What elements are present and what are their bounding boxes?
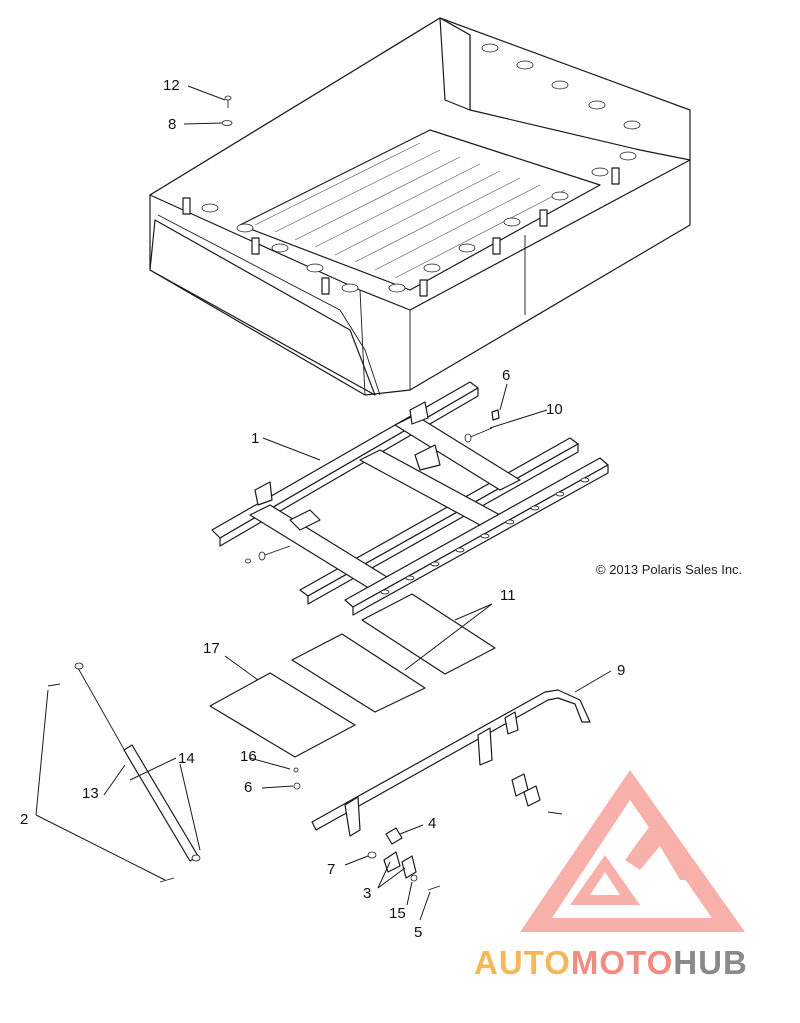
panel-17 <box>209 672 356 758</box>
callout-11: 11 <box>500 587 516 604</box>
pin-2-top <box>47 683 61 687</box>
pin-2-bottom <box>159 877 175 883</box>
washer-8 <box>221 120 233 126</box>
callout-5: 5 <box>414 924 423 941</box>
callout-10: 10 <box>546 401 563 418</box>
callout-7: 7 <box>327 861 336 878</box>
callout-6-bottom: 6 <box>244 779 253 796</box>
watermark-logo <box>520 770 745 932</box>
callout-16: 16 <box>240 748 257 765</box>
callout-4: 4 <box>428 815 437 832</box>
callout-17: 17 <box>203 640 220 657</box>
callout-14: 14 <box>178 750 195 767</box>
hinge-bar-9 <box>311 689 591 837</box>
callout-2: 2 <box>20 811 29 828</box>
watermark-wordmark: AUTOMOTOHUB <box>474 944 748 982</box>
washer-7 <box>367 851 377 859</box>
clip-6-top <box>491 409 500 421</box>
callout-6-top: 6 <box>502 367 511 384</box>
pin-10 <box>464 427 493 443</box>
cargo-box <box>149 17 691 396</box>
cargo-frame <box>211 381 609 616</box>
callout-1: 1 <box>251 430 260 447</box>
washer-15 <box>410 874 418 882</box>
leader-lines <box>35 85 612 921</box>
panel-11-a <box>361 593 496 675</box>
callout-8: 8 <box>168 116 177 133</box>
copyright-notice: © 2013 Polaris Sales Inc. <box>596 562 743 577</box>
watermark-moto: MOTO <box>570 944 674 981</box>
latch-3 <box>383 773 541 879</box>
screw-12 <box>224 95 232 108</box>
nut-16 <box>293 767 299 773</box>
callout-12: 12 <box>163 77 180 94</box>
watermark-auto: AUTO <box>474 944 571 981</box>
callout-9: 9 <box>617 662 626 679</box>
callout-13: 13 <box>82 785 99 802</box>
panel-11-b <box>291 633 426 713</box>
bolt-5 <box>427 811 563 891</box>
bushing-4 <box>385 827 403 845</box>
watermark-hub: HUB <box>673 944 748 981</box>
callout-15: 15 <box>389 905 406 922</box>
callout-3: 3 <box>363 885 372 902</box>
bolt-left <box>245 545 291 564</box>
clip-6-bottom <box>293 782 301 790</box>
